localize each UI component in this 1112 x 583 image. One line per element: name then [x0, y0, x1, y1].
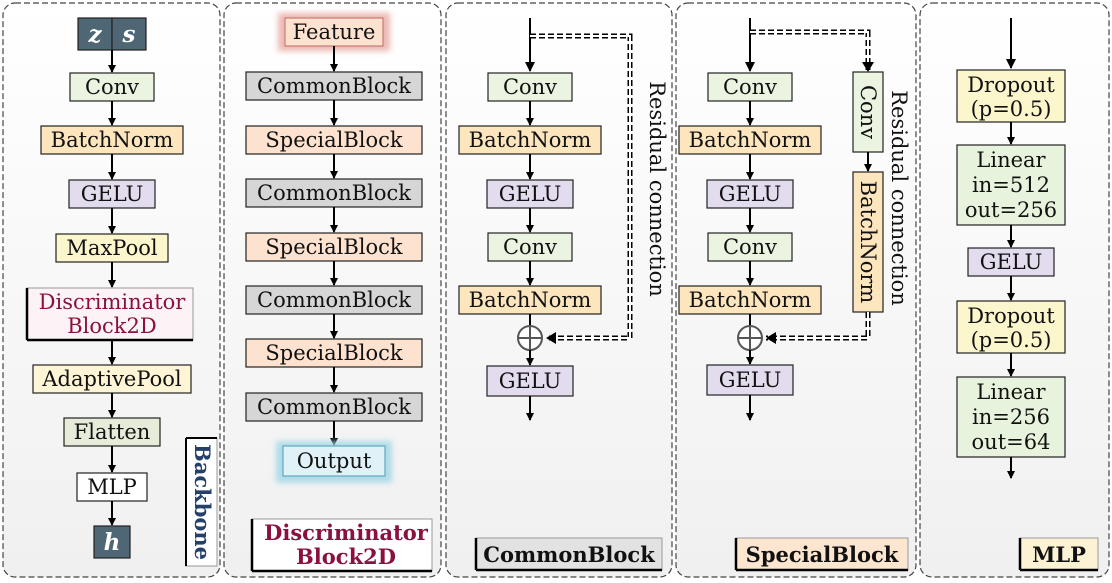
- backbone-adaptivepool-label: AdaptivePool: [41, 367, 182, 391]
- backbone-disc-box: [26, 287, 194, 341]
- common-conv2-box: [487, 232, 573, 262]
- backbone-mlp-label: MLP: [87, 475, 137, 499]
- mlp-title-box: [1019, 537, 1099, 571]
- special-bn1-label: BatchNorm: [689, 128, 812, 152]
- disc-block-3-label: CommonBlock: [257, 181, 411, 205]
- disc-block-2: [245, 125, 423, 155]
- backbone-maxpool-label: MaxPool: [66, 236, 157, 260]
- special-bn2-label: BatchNorm: [689, 288, 812, 312]
- disc-block-1: [245, 71, 423, 101]
- backbone-conv-label: Conv: [85, 75, 139, 99]
- backbone-panel: z s Conv BatchNorm GELU MaxPool Discrimi…: [25, 17, 218, 567]
- common-bn2-label: BatchNorm: [469, 288, 592, 312]
- special-side-conv-label: Conv: [856, 85, 880, 139]
- disc-block-1-label: CommonBlock: [257, 74, 411, 98]
- mlp-panel: Dropout (p=0.5) Linear in=512 out=256 GE…: [956, 18, 1099, 572]
- backbone-maxpool-box: [55, 233, 169, 263]
- common-title-box: [475, 537, 663, 571]
- input-s-label: s: [122, 21, 136, 48]
- backbone-batchnorm-label: BatchNorm: [51, 128, 174, 152]
- special-bn2-box: [678, 285, 822, 315]
- special-gelu1-label: GELU: [719, 182, 782, 206]
- disc-block-3: [245, 178, 423, 208]
- mlp-linear1-line2: in=512: [972, 173, 1050, 197]
- backbone-gelu-label: GELU: [81, 182, 144, 206]
- common-conv1-box: [487, 72, 573, 102]
- mlp-linear1-line3: out=256: [965, 198, 1057, 222]
- special-conv2-label: Conv: [723, 235, 777, 259]
- mlp-linear1-line1: Linear: [976, 148, 1046, 172]
- special-bn1-box: [678, 125, 822, 155]
- disc-block-5-label: CommonBlock: [257, 288, 411, 312]
- special-conv1-label: Conv: [723, 75, 777, 99]
- special-gelu1-box: [706, 179, 794, 209]
- commonblock-panel: Residual connection Conv BatchNorm GELU …: [458, 18, 669, 572]
- mlp-dropout2-line2: (p=0.5): [971, 328, 1052, 352]
- special-add-icon: [737, 325, 763, 351]
- backbone-disc-label-1: Discriminator: [39, 290, 187, 314]
- disc-block-2-label: SpecialBlock: [265, 128, 403, 152]
- discriminator-panel: Feature CommonBlock SpecialBlock CommonB…: [245, 13, 433, 573]
- common-bn2-box: [458, 285, 602, 315]
- special-title: SpecialBlock: [746, 542, 899, 567]
- backbone-conv-box: [69, 72, 155, 102]
- output-h-box: [93, 525, 131, 559]
- output-label: Output: [297, 449, 372, 473]
- mlp-linear1-box: [956, 144, 1066, 226]
- common-title: CommonBlock: [483, 542, 655, 567]
- backbone-disc-label-2: Block2D: [67, 314, 156, 338]
- common-gelu2-label: GELU: [499, 369, 562, 393]
- special-gelu2-label: GELU: [719, 368, 782, 392]
- common-conv2-label: Conv: [503, 235, 557, 259]
- special-side-bn-label: BatchNorm: [856, 181, 880, 304]
- mlp-gelu-box: [967, 247, 1055, 277]
- common-gelu1-box: [486, 179, 574, 209]
- disc-block-6-label: SpecialBlock: [265, 341, 403, 365]
- mlp-dropout2-box: [956, 300, 1066, 354]
- special-conv1-box: [707, 72, 793, 102]
- specialblock-panel: Conv BatchNorm Residual connection Conv …: [678, 18, 911, 572]
- input-z-label: z: [87, 21, 102, 48]
- mlp-gelu-label: GELU: [980, 250, 1043, 274]
- disc-block-7-label: CommonBlock: [257, 395, 411, 419]
- backbone-batchnorm-box: [40, 125, 184, 155]
- disc-title-1: Discriminator: [264, 520, 429, 545]
- backbone-mlp-box: [76, 472, 148, 502]
- backbone-flatten-label: Flatten: [74, 420, 151, 444]
- disc-block-stack: CommonBlock SpecialBlock CommonBlock Spe…: [245, 46, 423, 446]
- mlp-dropout1-box: [956, 69, 1066, 123]
- backbone-title-box: [185, 437, 218, 567]
- mlp-dropout2-line1: Dropout: [967, 304, 1055, 328]
- backbone-adaptivepool-box: [32, 364, 192, 394]
- disc-block-4-label: SpecialBlock: [265, 235, 403, 259]
- input-z-box: [77, 17, 113, 51]
- common-bn1-label: BatchNorm: [469, 128, 592, 152]
- mlp-dropout1-line1: Dropout: [967, 73, 1055, 97]
- mlp-linear2-line3: out=64: [972, 430, 1051, 454]
- common-gelu1-label: GELU: [499, 182, 562, 206]
- input-s-box: [111, 17, 147, 51]
- special-side-bn-box: [852, 171, 884, 313]
- disc-title-2: Block2D: [296, 544, 396, 569]
- common-residual-label: Residual connection: [645, 81, 669, 297]
- mlp-dropout1-line2: (p=0.5): [971, 97, 1052, 121]
- backbone-title: Backbone: [190, 444, 215, 560]
- mlp-linear2-line2: in=256: [972, 405, 1050, 429]
- output-box: [282, 445, 386, 477]
- mlp-linear2-line1: Linear: [976, 380, 1046, 404]
- mlp-title: MLP: [1032, 542, 1086, 567]
- output-h-label: h: [104, 529, 121, 556]
- special-residual-label: Residual connection: [887, 90, 911, 306]
- common-gelu2-box: [486, 365, 574, 397]
- common-add-icon: [517, 325, 543, 351]
- common-conv1-label: Conv: [503, 75, 557, 99]
- feature-label: Feature: [293, 20, 376, 44]
